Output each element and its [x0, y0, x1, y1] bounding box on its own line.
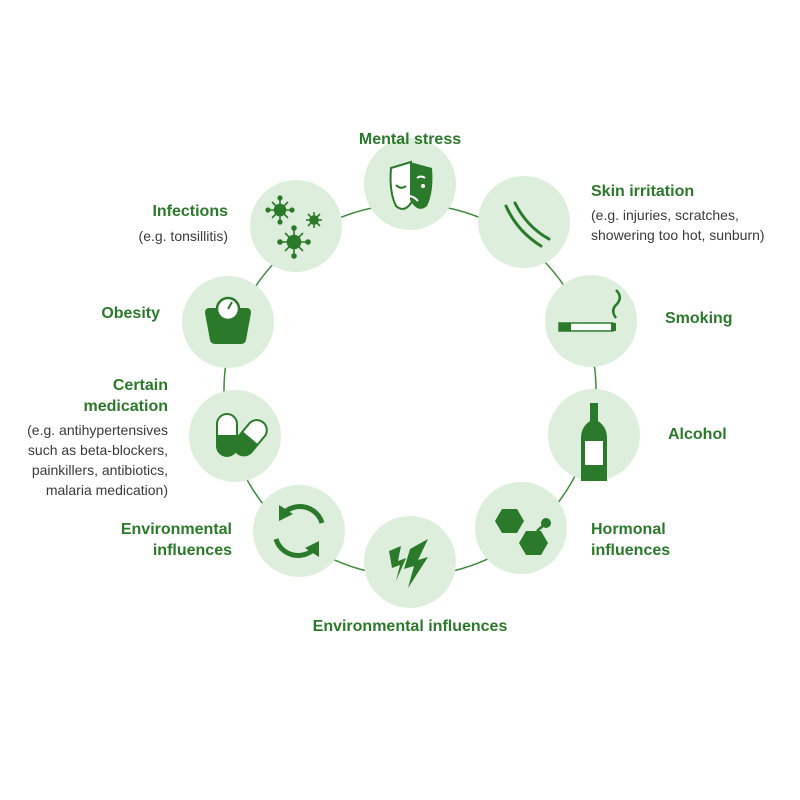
factor-circle-medication	[189, 390, 281, 482]
label-infections: Infections	[152, 203, 228, 220]
label-alcohol: Alcohol	[668, 426, 727, 443]
scale-icon	[205, 296, 251, 344]
label-mental-stress: Mental stress	[358, 131, 462, 148]
note-infections: (e.g. tonsillitis)	[138, 228, 228, 244]
cigarette-icon	[558, 289, 621, 332]
factor-circle-obesity	[182, 276, 274, 368]
label-medication-line2: medication	[83, 398, 168, 415]
factor-circle-env-left	[253, 485, 345, 577]
label-hormonal-line1: Hormonal	[591, 521, 666, 538]
label-env-left-line2: influences	[152, 542, 232, 559]
note-medication-line3: painkillers, antibiotics,	[31, 462, 168, 478]
note-skin-irritation-line1: (e.g. injuries, scratches,	[591, 207, 739, 223]
recycle-arrows-icon	[273, 504, 325, 558]
label-env-bottom: Environmental influences	[312, 618, 508, 635]
label-hormonal-line2: influences	[591, 542, 671, 559]
note-medication-line1: (e.g. antihypertensives	[27, 422, 168, 438]
factor-circle-skin-irritation	[478, 176, 570, 268]
bottle-icon	[581, 403, 607, 481]
factor-circle-smoking	[545, 275, 637, 367]
lightning-icon	[389, 539, 428, 588]
scratch-icon	[504, 201, 551, 248]
label-medication-line1: Certain	[112, 377, 168, 394]
hormone-molecule-icon	[495, 509, 551, 555]
note-medication-line4: malaria medication)	[45, 482, 168, 498]
pills-icon	[216, 413, 268, 457]
label-obesity: Obesity	[101, 305, 160, 322]
note-medication-line2: such as beta-blockers,	[27, 442, 168, 458]
label-smoking: Smoking	[665, 310, 733, 327]
label-env-left-line1: Environmental	[120, 521, 232, 538]
factor-circle-mental-stress	[364, 138, 456, 230]
label-skin-irritation: Skin irritation	[591, 183, 695, 200]
factor-circle-env-bottom	[364, 516, 456, 608]
theater-mask-icon	[389, 160, 433, 210]
factor-circle-alcohol	[548, 389, 640, 481]
factor-circle-infections	[250, 180, 342, 272]
note-skin-irritation-line2: showering too hot, sunburn)	[591, 227, 765, 243]
factor-circle-hormonal	[475, 482, 567, 574]
virus-icon	[265, 195, 322, 259]
